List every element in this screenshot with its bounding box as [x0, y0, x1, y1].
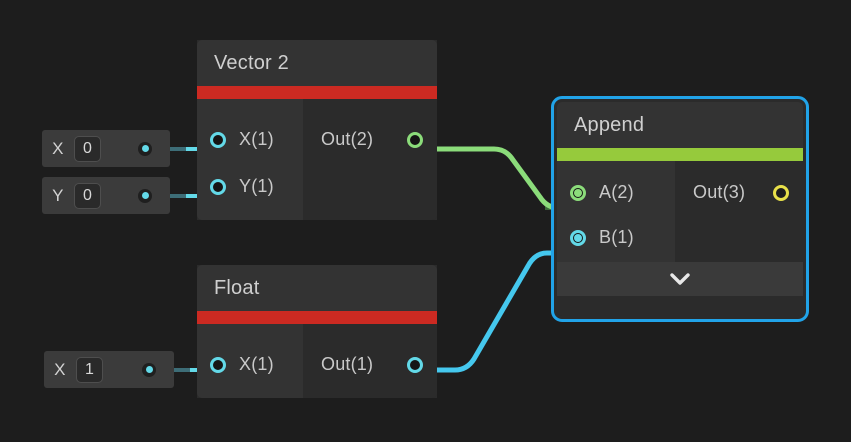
- widget-vector2-y-label: Y: [52, 185, 64, 205]
- widget-float-x-label: X: [54, 359, 66, 379]
- port-slot[interactable]: [557, 229, 599, 246]
- node-vector2[interactable]: Vector 2 X(1) Y(1): [197, 40, 437, 220]
- node-append-accent-bar: [557, 148, 803, 161]
- input-port-y1-label: Y(1): [239, 176, 274, 196]
- node-append-expander[interactable]: [557, 262, 803, 296]
- node-append-input-column: A(2) B(1): [557, 161, 675, 262]
- input-port-a2-label: A(2): [599, 182, 634, 202]
- port-slot[interactable]: [197, 178, 239, 195]
- widget-vector2-x-connector[interactable]: [101, 141, 170, 156]
- node-vector2-accent-bar: [197, 86, 437, 99]
- node-float-accent-bar: [197, 311, 437, 324]
- widget-vector2-y-input[interactable]: 0: [74, 182, 101, 209]
- widget-vector2-x[interactable]: X 0: [42, 130, 170, 167]
- input-port-x1-icon[interactable]: [210, 356, 226, 373]
- node-append-body: A(2) B(1) Out(3): [557, 161, 803, 262]
- connector-dot-icon: [138, 141, 152, 156]
- output-port-out3-icon[interactable]: [773, 184, 789, 201]
- connector-dot-icon: [138, 188, 152, 203]
- port-slot[interactable]: [557, 184, 599, 201]
- chevron-down-icon[interactable]: [670, 273, 690, 285]
- node-float-input-column: X(1): [197, 324, 303, 398]
- port-slot[interactable]: [197, 356, 239, 373]
- port-row-vector2-x[interactable]: X(1): [197, 116, 303, 163]
- widget-float-x[interactable]: X 1: [44, 351, 174, 388]
- port-row-vector2-y[interactable]: Y(1): [197, 163, 303, 210]
- input-port-b1-icon[interactable]: [570, 229, 586, 246]
- input-port-y1-icon[interactable]: [210, 178, 226, 195]
- node-vector2-input-column: X(1) Y(1): [197, 99, 303, 220]
- port-row-float-x[interactable]: X(1): [197, 341, 303, 388]
- port-row-append-out[interactable]: Out(3): [675, 170, 803, 215]
- port-slot[interactable]: [197, 131, 239, 148]
- port-row-vector2-out[interactable]: Out(2): [303, 116, 437, 163]
- node-float-output-column: Out(1): [303, 324, 437, 398]
- output-port-out2-icon[interactable]: [407, 131, 423, 148]
- output-port-out3-label: Out(3): [693, 182, 746, 202]
- port-row-append-a[interactable]: A(2): [557, 170, 675, 215]
- input-port-x1-icon[interactable]: [210, 131, 226, 148]
- node-float-body: X(1) Out(1): [197, 324, 437, 398]
- node-vector2-body: X(1) Y(1) Out(2): [197, 99, 437, 220]
- output-port-out1-icon[interactable]: [407, 356, 423, 373]
- widget-float-x-input[interactable]: 1: [76, 356, 103, 383]
- port-row-append-b[interactable]: B(1): [557, 215, 675, 260]
- node-append-inner: Append A(2) B(1): [557, 102, 803, 316]
- port-row-float-out[interactable]: Out(1): [303, 341, 437, 388]
- widget-vector2-y[interactable]: Y 0: [42, 177, 170, 214]
- widget-vector2-x-input[interactable]: 0: [74, 135, 101, 162]
- connector-dot-icon: [142, 362, 156, 377]
- node-float[interactable]: Float X(1) Out(1): [197, 265, 437, 398]
- output-port-out1-label: Out(1): [321, 354, 374, 374]
- input-port-a2-icon[interactable]: [570, 184, 586, 201]
- node-append-output-column: Out(3): [675, 161, 803, 262]
- input-port-x1-label: X(1): [239, 354, 274, 374]
- node-float-inner: Float X(1) Out(1): [197, 265, 437, 398]
- node-append-title: Append: [557, 102, 803, 148]
- input-port-b1-label: B(1): [599, 227, 634, 247]
- node-append[interactable]: Append A(2) B(1): [551, 96, 809, 322]
- widget-vector2-y-connector[interactable]: [101, 188, 170, 203]
- node-vector2-inner: Vector 2 X(1) Y(1): [197, 40, 437, 220]
- node-float-title: Float: [197, 265, 437, 311]
- input-port-x1-label: X(1): [239, 129, 274, 149]
- widget-vector2-x-label: X: [52, 138, 64, 158]
- node-vector2-output-column: Out(2): [303, 99, 437, 220]
- node-vector2-title: Vector 2: [197, 40, 437, 86]
- widget-float-x-connector[interactable]: [103, 362, 174, 377]
- output-port-out2-label: Out(2): [321, 129, 374, 149]
